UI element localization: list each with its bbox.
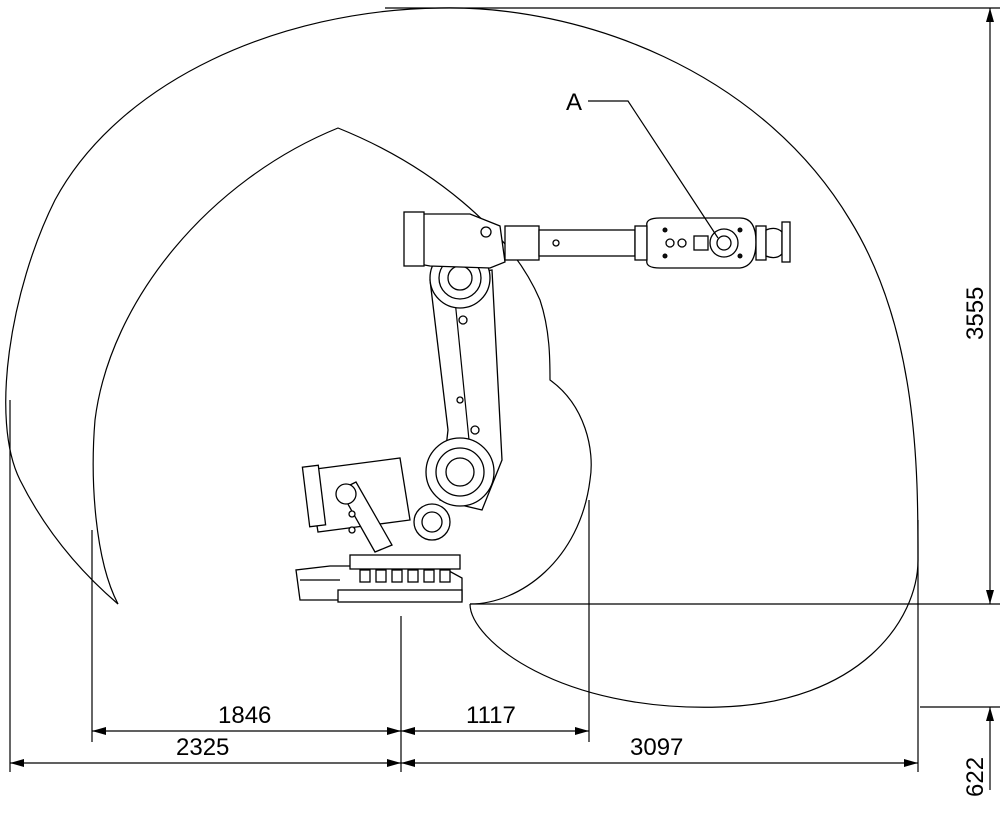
robot-shoulder-joint [413,437,495,541]
dim-label-3555: 3555 [962,287,989,340]
dimension-lines [10,8,994,790]
dim-label-1846: 1846 [218,702,271,729]
robot-wrist [646,217,757,269]
dim-label-622: 622 [962,757,989,797]
dim-label-2325: 2325 [176,734,229,761]
dimension-labels: A 1846 1117 2325 3097 3555 622 [176,89,989,797]
robot-tool-flange [755,221,791,263]
robot-base [295,554,463,603]
robot-counterweight [301,457,411,553]
outer-envelope-curve [5,7,919,708]
dim-label-1117: 1117 [466,702,516,729]
point-a-label: A [566,89,582,116]
robot-upper-arm-tube [504,225,648,261]
extension-lines [9,7,1000,772]
point-a-leader [588,100,719,239]
robot-upper-arm-housing [403,211,506,269]
dim-label-3097: 3097 [630,734,683,761]
inner-envelope-curve [92,127,592,605]
robot-arm-drawing [295,211,791,603]
